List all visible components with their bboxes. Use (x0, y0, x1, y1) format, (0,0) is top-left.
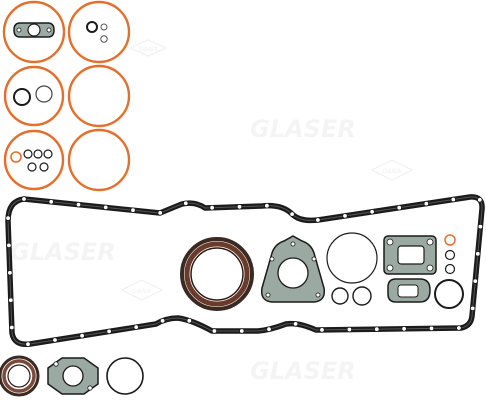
small-o-ring-set-1 (86, 21, 108, 43)
orange-ring (3, 129, 65, 191)
oil-pan-gasket (5, 194, 485, 348)
bolt-hole (292, 321, 299, 327)
pump-gasket (260, 235, 326, 303)
large-thin-o-ring (326, 232, 378, 284)
thin-o-ring (106, 357, 144, 395)
bolt-hole (7, 270, 13, 276)
bolt-hole (102, 204, 109, 211)
bolt-hole (8, 297, 14, 303)
bolt-hole (48, 199, 54, 205)
bolt-hole (342, 213, 348, 219)
bolt-hole (239, 328, 245, 334)
orange-ring (67, 128, 131, 192)
orange-ring (67, 0, 131, 64)
bolt-hole (209, 204, 215, 211)
bolt-hole (211, 328, 218, 334)
bolt-hole (130, 207, 136, 213)
bolt-hole (183, 200, 189, 206)
small-o-ring-set-2 (10, 149, 53, 172)
bolt-hole (236, 204, 243, 210)
bolt-hole (289, 211, 295, 217)
watermark-group: GLASER GLASER GLASER DANA DANA DANA (10, 39, 414, 385)
orange-ring (67, 64, 131, 128)
bolt-hole (9, 324, 15, 331)
small-orange-ring (444, 234, 456, 246)
bolt-hole (25, 341, 31, 347)
bolt-hole (401, 326, 407, 332)
bolt-hole (456, 325, 462, 331)
front-crank-seal (0, 355, 40, 397)
watermark-brand-1: GLASER (250, 115, 356, 143)
bolt-hole (475, 251, 481, 257)
bolt-hole (450, 196, 456, 203)
bolt-hole (157, 210, 163, 216)
small-o-ring (23, 149, 33, 159)
bolt-hole (52, 337, 58, 343)
small-orange-ring (10, 151, 22, 163)
bolt-hole (106, 328, 112, 335)
bolt-hole (374, 326, 380, 332)
bolt-hole (315, 217, 321, 223)
bolt-hole (133, 324, 139, 330)
watermark-brand-2: GLASER (10, 238, 116, 266)
small-o-ring (352, 286, 372, 306)
bolt-hole (21, 196, 27, 202)
black-o-ring (434, 279, 464, 309)
exhaust-flange-gasket (47, 357, 99, 395)
bolt-hole (396, 204, 402, 211)
o-ring-pair (13, 85, 53, 106)
watermark-seal-1: DANA (128, 39, 168, 57)
orange-ring-grid (2, 0, 131, 192)
thin-o-ring (35, 85, 53, 103)
bolt-hole (477, 197, 483, 203)
bolt-hole (423, 200, 429, 207)
small-flange-gasket (13, 22, 55, 38)
bolt-hole (477, 223, 484, 230)
small-o-ring (100, 23, 108, 31)
watermark-seal-label-3: DANA (132, 288, 152, 295)
watermark-seal-2: DANA (370, 159, 414, 181)
bolt-hole (319, 327, 325, 333)
bolt-hole (75, 201, 82, 208)
bolt-hole (266, 326, 272, 332)
watermark-brand-3: GLASER (250, 357, 356, 385)
bolt-hole (428, 325, 435, 332)
orange-ring (3, 65, 65, 127)
bolt-hole (5, 215, 11, 221)
bolt-hole (264, 202, 270, 209)
watermark-seal-3: DANA (120, 279, 164, 301)
bolt-hole (346, 326, 353, 333)
small-o-ring (444, 249, 456, 261)
bolt-hole (79, 333, 85, 339)
small-o-ring (86, 21, 98, 33)
bolt-hole (470, 305, 476, 312)
bolt-holes (5, 196, 484, 347)
small-o-ring (27, 162, 37, 172)
black-o-ring (13, 88, 31, 106)
oval-flange-gasket (387, 278, 431, 303)
bolt-hole (159, 318, 166, 324)
bolt-hole (6, 242, 12, 249)
small-o-ring (444, 263, 456, 275)
bolt-hole (186, 318, 192, 324)
bolt-hole (472, 278, 478, 284)
small-o-ring (39, 162, 49, 172)
bolt-hole (369, 209, 375, 215)
small-o-ring (33, 149, 43, 159)
watermark-seal-label-1: DANA (139, 46, 159, 53)
small-o-ring (331, 287, 349, 305)
small-o-ring (43, 149, 53, 159)
tiny-o-ring-column (444, 234, 456, 275)
o-ring-cluster (326, 232, 378, 306)
crankshaft-seal (180, 237, 254, 311)
cover-gasket (383, 235, 437, 275)
orange-ring (2, 0, 66, 64)
watermark-seal-label-2: DANA (382, 168, 402, 175)
small-o-ring (100, 35, 108, 43)
